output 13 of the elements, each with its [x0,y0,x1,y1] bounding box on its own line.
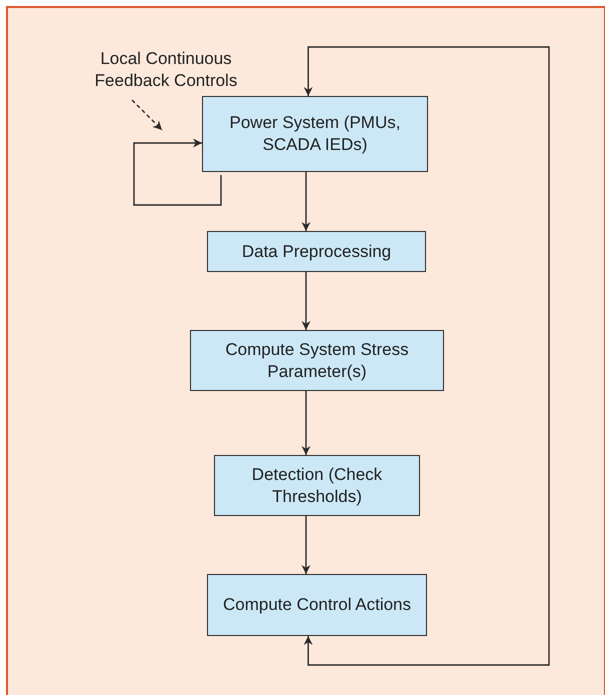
dashed-arrow [132,100,162,130]
arrow [302,172,310,231]
arrow [133,138,222,206]
arrow [304,46,550,666]
arrow [302,272,310,330]
annotation-text: Local Continuous Feedback Controls [94,48,238,92]
arrow [302,391,310,455]
process-box: Compute System Stress Parameter(s) [190,330,444,391]
process-box: Power System (PMUs, SCADA IEDs) [202,96,428,172]
process-box: Compute Control Actions [207,574,427,636]
process-box: Detection (Check Thresholds) [214,455,420,516]
process-box: Data Preprocessing [207,231,426,272]
arrow [302,516,310,574]
